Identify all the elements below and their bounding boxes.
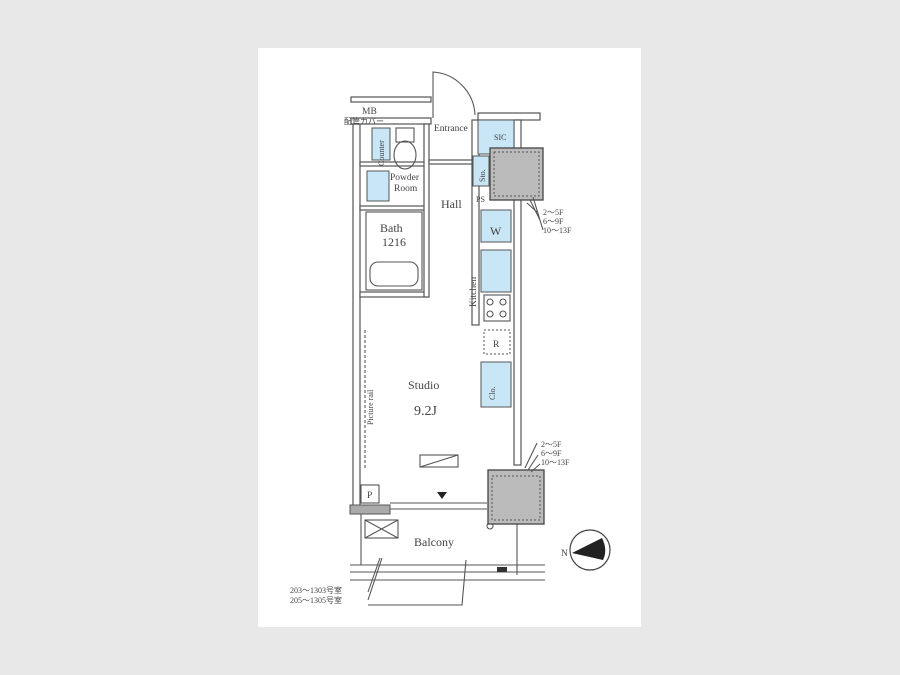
label-pipe-cover: 配管カバー (344, 116, 384, 126)
label-kitchen: Kitchen (469, 277, 479, 307)
label-powder-room-2: Room (394, 184, 418, 194)
label-p: P (367, 491, 372, 501)
label-washer: W (490, 224, 502, 238)
floor-note-upper-3: 10～13F (543, 226, 572, 235)
unit-note-1: 203～1303号室 (290, 585, 342, 595)
label-powder-room-1: Powder (390, 173, 420, 183)
label-sic: SIC (494, 133, 506, 142)
floor-note-upper-1: 2～5F (543, 208, 564, 217)
label-picture-rail: Picture rail (366, 389, 375, 425)
label-refrigerator: R (493, 340, 500, 350)
unit-note-2: 205～1305号室 (290, 595, 342, 605)
label-bath: Bath (380, 221, 403, 235)
column-upper (489, 147, 544, 201)
floor-note-lower-1: 2～5F (541, 440, 562, 449)
label-counter: Counter (377, 140, 386, 166)
label-studio-size: 9.2J (414, 404, 438, 419)
label-balcony: Balcony (414, 535, 454, 549)
label-entrance: Entrance (434, 124, 468, 134)
entrance-door (432, 71, 476, 118)
compass-north-label: N (561, 549, 568, 559)
compass-icon: N (561, 529, 611, 571)
floor-note-upper-2: 6～9F (543, 217, 564, 226)
label-storage: Sto. (478, 169, 487, 182)
label-bath-size: 1216 (382, 235, 406, 249)
label-closet: Clo. (488, 386, 497, 400)
walls (349, 96, 545, 581)
column-lower (487, 469, 545, 525)
label-mb: MB (362, 107, 377, 117)
floor-plan-card (258, 48, 641, 627)
floor-note-lower-3: 10～13F (541, 458, 570, 467)
floor-note-lower-2: 6～9F (541, 449, 562, 458)
label-studio: Studio (408, 378, 439, 392)
label-ps: PS (476, 195, 485, 204)
label-hall: Hall (441, 197, 462, 211)
